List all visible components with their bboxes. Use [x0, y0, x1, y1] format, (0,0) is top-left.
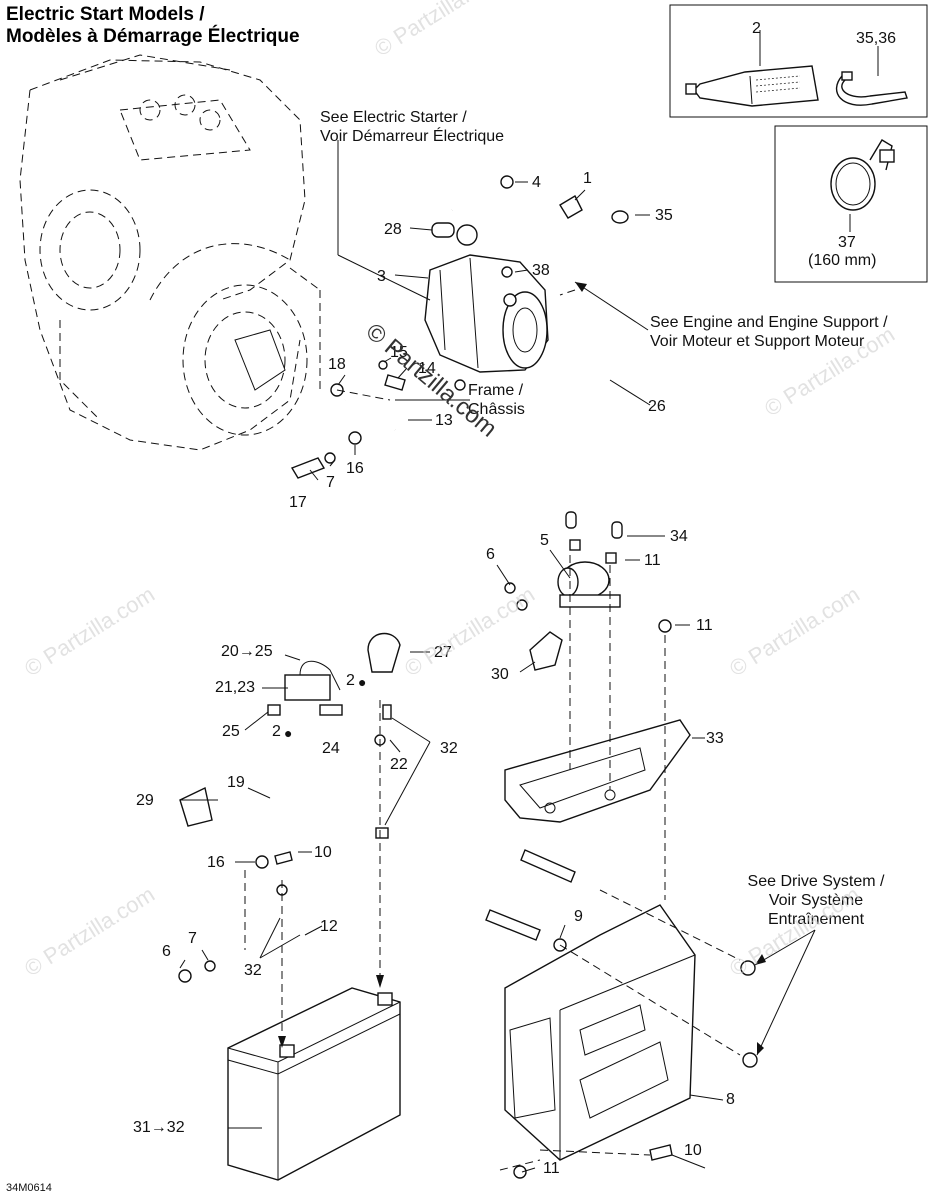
note-frame: Frame / Châssis	[468, 381, 525, 419]
starter-solenoid	[557, 511, 623, 608]
callout-2-sealant: 2	[752, 20, 761, 37]
note-electric-starter: See Electric Starter / Voir Démarreur Él…	[320, 108, 504, 146]
battery-support-plate	[504, 719, 691, 823]
diagram-title: Electric Start Models / Modèles à Démarr…	[6, 4, 300, 48]
cable-tie	[835, 71, 908, 106]
callout-13: 13	[435, 412, 453, 429]
callout-15: 15	[390, 344, 408, 361]
hose-clamp	[830, 139, 895, 211]
note-engine-support: See Engine and Engine Support / Voir Mot…	[650, 313, 888, 351]
note-drive-system-fr2: Entraînement	[767, 911, 865, 928]
callout-8: 8	[726, 1091, 735, 1108]
note-drive-system-en: See Drive System /	[747, 873, 885, 890]
callout-35-36: 35,36	[856, 30, 897, 47]
callout-17: 17	[289, 494, 307, 511]
callout-32-lower: 32	[244, 962, 262, 979]
callout-11-solenoid: 11	[644, 552, 661, 569]
note-engine-support-fr: Voir Moteur et Support Moteur	[650, 333, 865, 350]
callout-32-upper: 32	[440, 740, 458, 757]
callout-1: 1	[583, 170, 592, 187]
note-engine-support-en: See Engine and Engine Support /	[650, 314, 888, 331]
clamp-size-label: (160 mm)	[808, 252, 877, 269]
callout-26: 26	[648, 398, 666, 415]
callout-22: 22	[390, 756, 408, 773]
callout-6-solenoid: 6	[486, 546, 495, 563]
callout-10-battery: 10	[314, 844, 332, 861]
note-drive-system-fr: Voir Système	[768, 892, 864, 909]
engine-reference	[19, 54, 308, 451]
cable-26	[384, 196, 624, 633]
fuse-holder	[267, 660, 343, 716]
inset-box-sealant-ties	[669, 4, 928, 118]
callout-6-bottom: 6	[162, 943, 171, 960]
terminal-boot-29	[179, 786, 213, 827]
sealant-tube	[685, 65, 819, 107]
note-drive-system: See Drive System / Voir Système Entraîne…	[728, 872, 904, 929]
callout-3: 3	[377, 268, 386, 285]
callout-11-box: 11	[543, 1160, 560, 1177]
callout-38: 38	[532, 262, 550, 279]
note-electric-starter-fr: Voir Démarreur Électrique	[320, 128, 505, 145]
callout-7-bottom: 7	[188, 930, 197, 947]
callout-27: 27	[434, 644, 452, 661]
callout-33: 33	[706, 730, 724, 747]
callout-34: 34	[670, 528, 688, 545]
callout-29: 29	[136, 792, 154, 809]
callout-30: 30	[491, 666, 509, 683]
terminal-boot-30	[529, 631, 563, 671]
callout-25: 25	[222, 723, 240, 740]
terminal-boot-27	[367, 632, 401, 673]
diagram-code: 34M0614	[6, 1182, 52, 1194]
callout-31-32: 31→32	[133, 1119, 185, 1136]
electric-starter	[424, 254, 549, 373]
cable-13	[344, 396, 408, 437]
callout-5: 5	[540, 532, 549, 549]
cable-19	[268, 781, 387, 827]
callout-24: 24	[322, 740, 340, 757]
callout-18: 18	[328, 356, 346, 373]
note-frame-fr: Châssis	[468, 401, 525, 418]
battery	[227, 987, 401, 1181]
hardware	[178, 175, 758, 1179]
callout-35: 35	[655, 207, 673, 224]
callout-2-grease-b: 2	[272, 723, 281, 740]
callout-16-top: 16	[346, 460, 364, 477]
callout-10-box: 10	[684, 1142, 702, 1159]
callout-2-grease-a: 2	[346, 672, 355, 689]
inset-box-clamp	[774, 125, 928, 283]
callout-19: 19	[227, 774, 245, 791]
battery-box	[504, 904, 696, 1161]
callout-37: 37	[838, 234, 856, 251]
title-line-en: Electric Start Models /	[6, 4, 205, 25]
callout-7-top: 7	[326, 474, 335, 491]
callout-28: 28	[384, 221, 402, 238]
callout-9: 9	[574, 908, 583, 925]
note-frame-en: Frame /	[468, 382, 524, 399]
grease-drop-icon-a: ●	[358, 674, 367, 690]
leader-lines	[179, 30, 879, 1173]
note-electric-starter-en: See Electric Starter /	[320, 109, 467, 126]
callout-11-plate: 11	[696, 617, 713, 634]
callout-4: 4	[532, 174, 541, 191]
callout-20-25: 20→25	[221, 643, 273, 660]
callout-21-23: 21,23	[215, 679, 256, 696]
callout-12: 12	[320, 918, 338, 935]
callout-14: 14	[418, 360, 436, 377]
arrowheads	[278, 282, 766, 1055]
grease-drop-icon-b: ●	[284, 725, 293, 741]
title-line-fr: Modèles à Démarrage Électrique	[6, 26, 300, 47]
callout-16-bottom: 16	[207, 854, 225, 871]
assembly-lines	[244, 267, 741, 1171]
